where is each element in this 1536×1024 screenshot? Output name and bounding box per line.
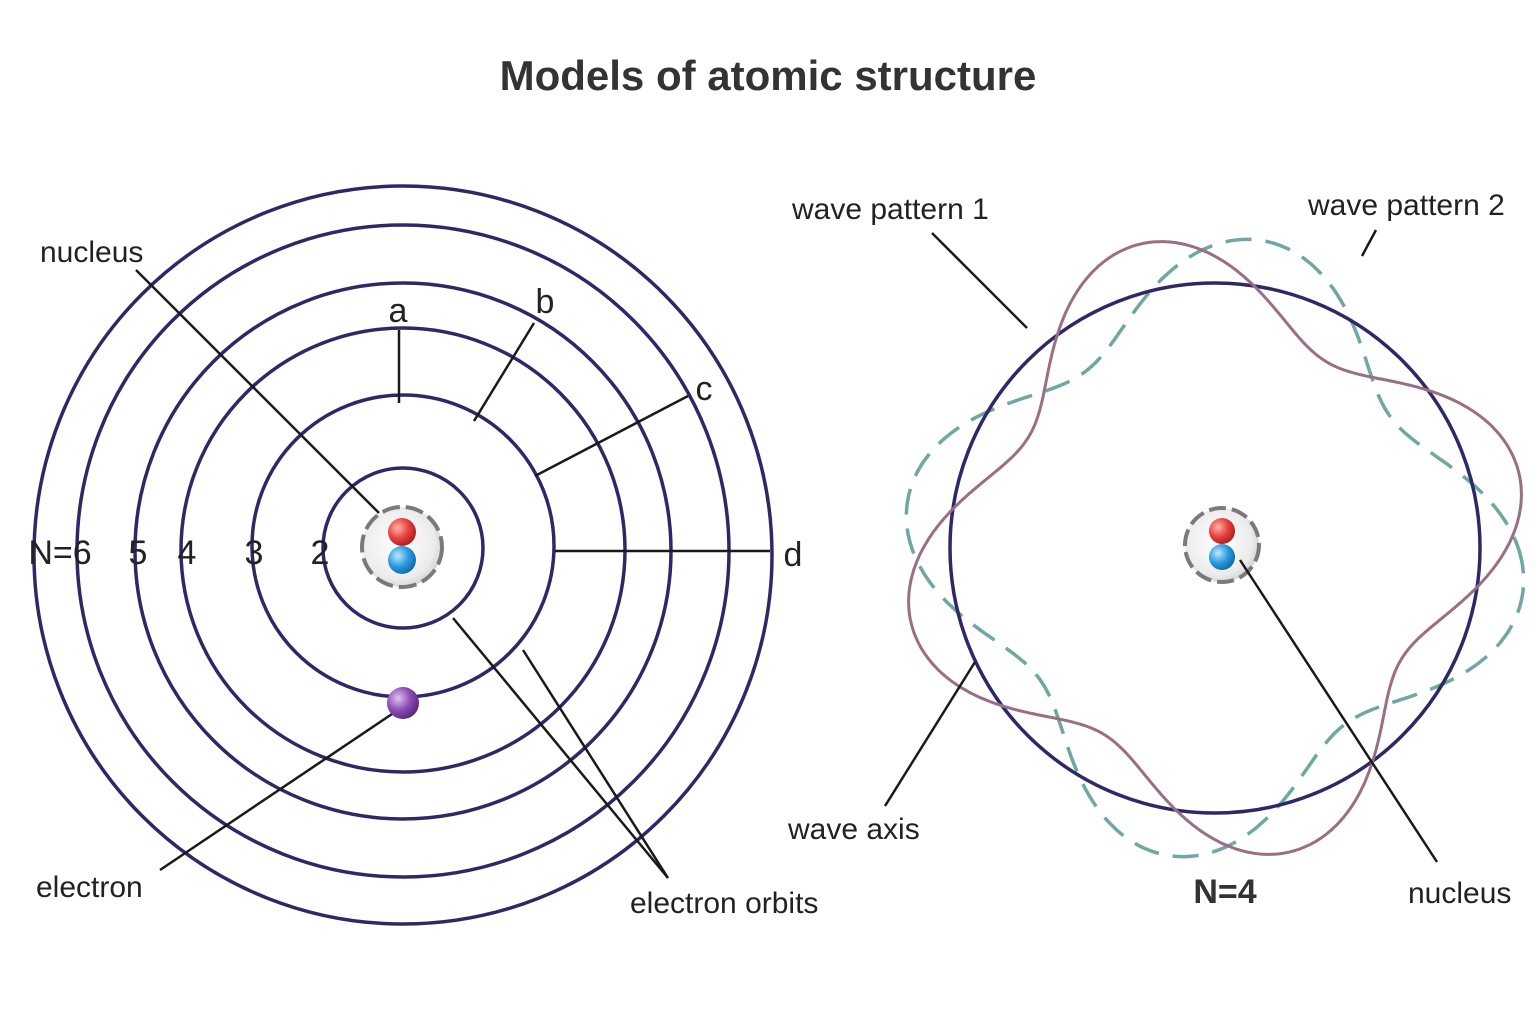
proton — [388, 518, 416, 546]
wave-axis-label: wave axis — [787, 813, 920, 846]
wave-pattern-1-leader — [931, 232, 1028, 329]
electron — [387, 687, 419, 719]
shell-label-5: 5 — [129, 534, 148, 572]
shell-label-2: 2 — [311, 534, 330, 572]
radius-label-a: a — [389, 292, 408, 330]
nucleus-label-right: nucleus — [1408, 877, 1511, 910]
radius-line-b — [472, 322, 536, 422]
page-title: Models of atomic structure — [500, 52, 1037, 99]
shell-label-4: 4 — [178, 534, 197, 572]
radius-line-c — [534, 394, 689, 478]
bohr-model: N=6 5 4 3 2 a b c d nucleus electron ele… — [28, 184, 818, 926]
neutron — [388, 546, 416, 574]
electron-leader-line — [159, 710, 396, 872]
shell-label-n6: N=6 — [28, 534, 91, 572]
wave-pattern-1 — [907, 240, 1523, 856]
wave-pattern-2-label: wave pattern 2 — [1307, 189, 1505, 222]
wave-pattern-1-label: wave pattern 1 — [791, 193, 989, 226]
electron-orbit-6 — [32, 184, 774, 926]
radius-label-b: b — [536, 283, 555, 321]
proton — [1209, 518, 1235, 544]
nucleus-right — [1183, 506, 1261, 584]
nucleus-left — [360, 505, 444, 589]
wave-model: wave pattern 1 wave pattern 2 wave axis … — [787, 189, 1526, 911]
shell-number-label: N=4 — [1193, 873, 1256, 911]
electron-orbit-1 — [321, 466, 485, 630]
radius-label-c: c — [696, 370, 713, 408]
electron-label: electron — [36, 871, 143, 904]
wave-pattern-2 — [904, 237, 1526, 859]
wave-pattern-2-leader — [1360, 229, 1378, 257]
neutron — [1209, 544, 1235, 570]
shell-label-3: 3 — [245, 534, 264, 572]
nucleus-label-left: nucleus — [40, 236, 143, 269]
wave-axis-leader — [883, 661, 977, 807]
orbit-leader-line-outer — [521, 649, 670, 879]
radius-label-d: d — [784, 536, 803, 574]
wave-axis-circle — [948, 281, 1482, 815]
nucleus-leader-right — [1238, 559, 1439, 863]
nucleus-leader-line — [135, 269, 380, 514]
electron-orbits-label: electron orbits — [630, 887, 818, 920]
orbit-leader-line-inner — [452, 617, 669, 879]
